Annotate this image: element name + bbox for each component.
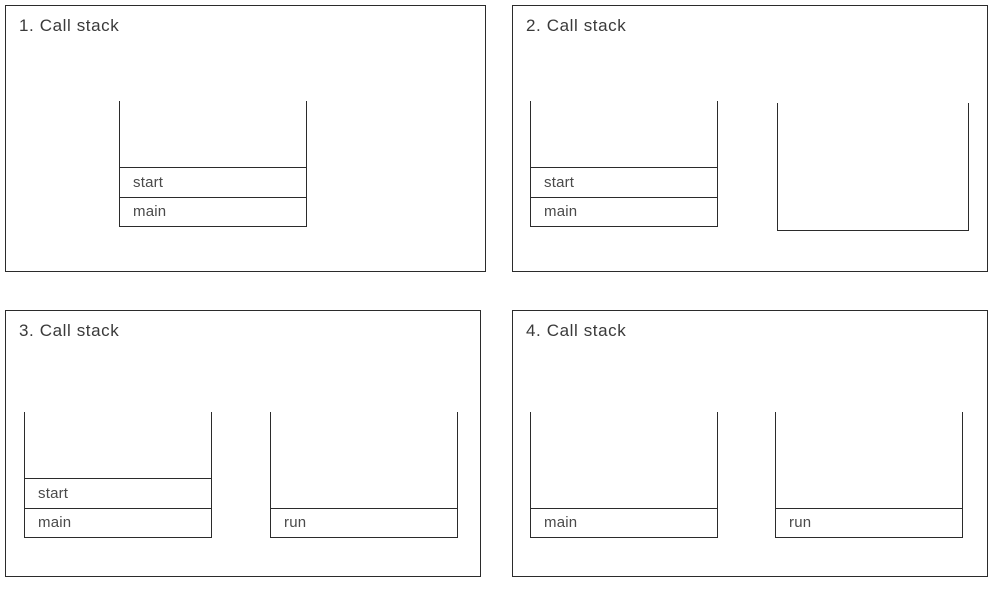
stack-frame: start (24, 478, 212, 508)
stack-rail-left (530, 412, 531, 538)
stack-frames: run (775, 508, 963, 538)
stack-rail-right (968, 103, 969, 231)
stack-frames: run (270, 508, 458, 538)
stack-rail-right (717, 101, 718, 227)
panel-title: 3. Call stack (19, 321, 120, 340)
stack-frame-label: run (284, 514, 307, 532)
stack-frame: start (119, 167, 307, 197)
stack-frames: main (530, 508, 718, 538)
stack-rail-right (306, 101, 307, 227)
stack-frame: main (119, 197, 307, 227)
panel-3: 3. Call stack start main run (5, 310, 481, 577)
stack-rail-right (717, 412, 718, 538)
stack-frame-label: start (133, 173, 164, 191)
call-stack-1: start main (530, 101, 718, 227)
call-stack-2: run (270, 412, 458, 538)
stack-rail-left (24, 412, 25, 538)
stack-frame-label: main (544, 203, 578, 221)
stack-frames: start main (119, 167, 307, 227)
stack-frame-label: main (544, 514, 578, 532)
stack-frame-label: start (544, 173, 575, 191)
stack-rail-right (457, 412, 458, 538)
call-stack-1: start main (24, 412, 212, 538)
panel-title: 4. Call stack (526, 321, 627, 340)
stack-frame: start (530, 167, 718, 197)
stack-frame: main (24, 508, 212, 538)
stack-rail-left (530, 101, 531, 227)
stack-frame: main (530, 197, 718, 227)
stack-rail-bottom (777, 230, 969, 231)
stack-frame-label: run (789, 514, 812, 532)
stack-frames: start main (530, 167, 718, 227)
stack-frame: run (270, 508, 458, 538)
stack-rail-left (270, 412, 271, 538)
stack-frame: main (530, 508, 718, 538)
call-stack-2: run (775, 412, 963, 538)
stack-rail-right (962, 412, 963, 538)
panel-2: 2. Call stack start main (512, 5, 988, 272)
call-stack-2 (777, 103, 969, 231)
call-stack-1: main (530, 412, 718, 538)
panel-4: 4. Call stack main run (512, 310, 988, 577)
panel-title: 2. Call stack (526, 16, 627, 35)
call-stack-1: start main (119, 101, 307, 227)
stack-frame-label: start (38, 484, 69, 502)
stack-rail-left (119, 101, 120, 227)
stack-rail-right (211, 412, 212, 538)
stack-frame: run (775, 508, 963, 538)
panel-1: 1. Call stack start main (5, 5, 486, 272)
stack-frame-label: main (38, 514, 72, 532)
panel-title: 1. Call stack (19, 16, 120, 35)
stack-frames: start main (24, 478, 212, 538)
stack-frame-label: main (133, 203, 167, 221)
stack-rail-left (775, 412, 776, 538)
stack-rail-left (777, 103, 778, 231)
